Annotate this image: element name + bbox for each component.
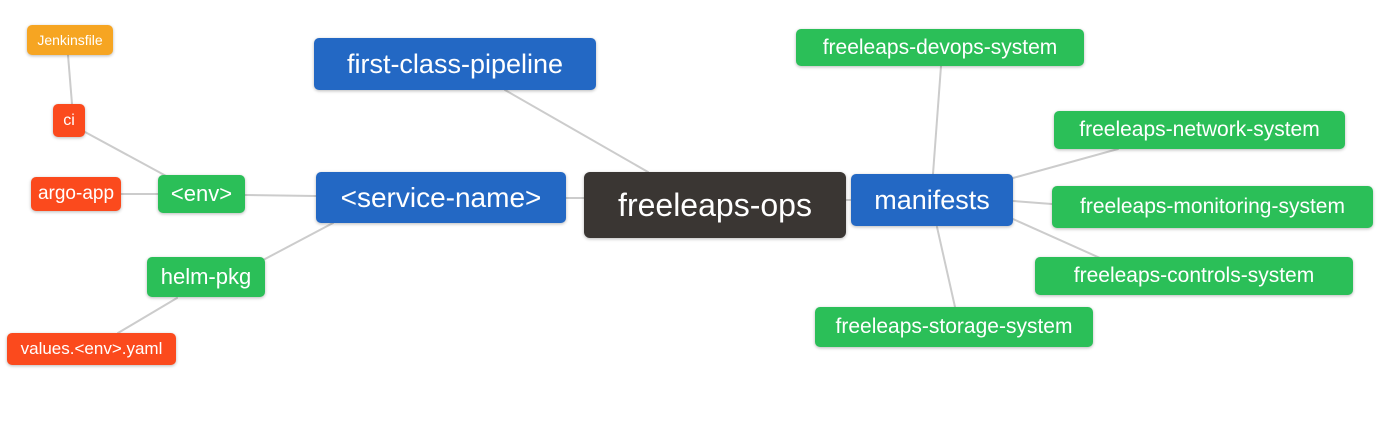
edge-values-helm-pkg	[117, 297, 178, 334]
edge-manifests-monitoring	[1012, 200, 1053, 205]
node-argo-app[interactable]: argo-app	[31, 177, 121, 211]
edge-helm-pkg-service-name	[264, 222, 334, 260]
edge-manifests-devops	[932, 65, 942, 175]
node-jenkinsfile[interactable]: Jenkinsfile	[27, 25, 113, 55]
node-values-env-yaml[interactable]: values.<env>.yaml	[7, 333, 176, 365]
node-ci[interactable]: ci	[53, 104, 85, 137]
edge-jenkinsfile-ci	[67, 54, 73, 105]
node-freeleaps-controls-system[interactable]: freeleaps-controls-system	[1035, 257, 1353, 295]
node-freeleaps-devops-system[interactable]: freeleaps-devops-system	[796, 29, 1084, 66]
edge-pipeline-freeleaps-ops	[504, 89, 649, 173]
node-freeleaps-monitoring-system[interactable]: freeleaps-monitoring-system	[1052, 186, 1373, 228]
node-helm-pkg[interactable]: helm-pkg	[147, 257, 265, 297]
node-manifests[interactable]: manifests	[851, 174, 1013, 226]
edge-manifests-controls	[1012, 218, 1101, 259]
edge-ci-env	[84, 131, 169, 178]
edge-manifests-network	[1012, 148, 1119, 179]
node-freeleaps-network-system[interactable]: freeleaps-network-system	[1054, 111, 1345, 149]
node-freeleaps-storage-system[interactable]: freeleaps-storage-system	[815, 307, 1093, 347]
edge-manifests-storage	[936, 226, 956, 308]
node-service-name[interactable]: <service-name>	[316, 172, 566, 223]
node-env[interactable]: <env>	[158, 175, 245, 213]
edge-env-service-name	[244, 194, 317, 197]
node-freeleaps-ops-root[interactable]: freeleaps-ops	[584, 172, 846, 238]
node-first-class-pipeline[interactable]: first-class-pipeline	[314, 38, 596, 90]
